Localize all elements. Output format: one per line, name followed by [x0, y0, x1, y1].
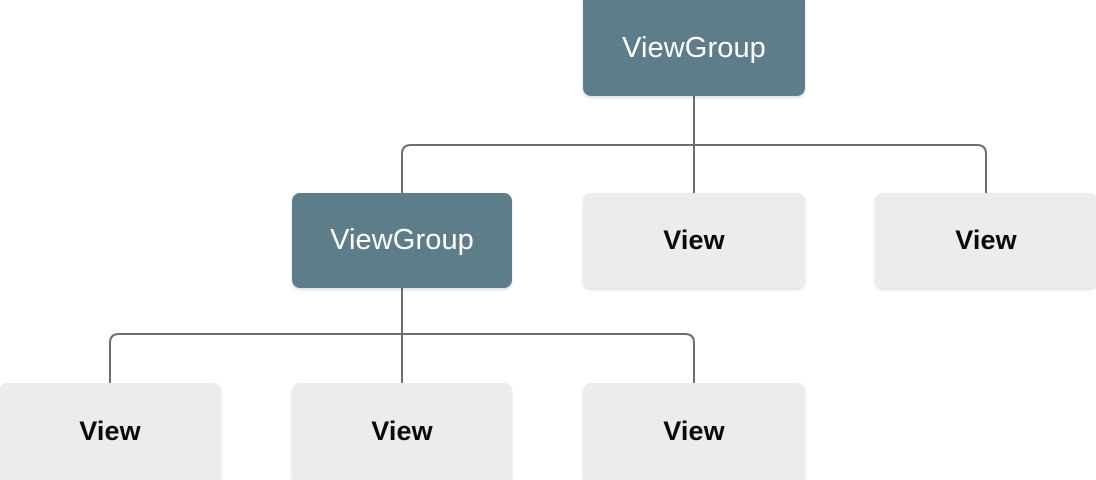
node-label: View — [955, 225, 1017, 255]
edge-root-to-child-viewgroup — [401, 144, 694, 193]
node-label: ViewGroup — [622, 31, 766, 64]
node-label: View — [79, 415, 141, 446]
node-root-viewgroup[interactable]: ViewGroup — [583, 0, 805, 96]
edge-child-to-leaf-view-1 — [109, 333, 402, 383]
node-child-viewgroup[interactable]: ViewGroup — [292, 193, 512, 288]
node-leaf-view-1[interactable]: View — [0, 383, 221, 480]
node-leaf-view-2[interactable]: View — [292, 383, 512, 480]
node-label: ViewGroup — [330, 224, 474, 256]
node-leaf-view-3[interactable]: View — [583, 383, 805, 480]
node-child-view-2[interactable]: View — [875, 193, 1096, 288]
node-label: View — [663, 415, 725, 446]
node-label: View — [663, 225, 725, 255]
edge-root-to-child-view-2 — [694, 144, 987, 193]
edge-child-to-leaf-view-3 — [402, 333, 695, 383]
node-label: View — [371, 415, 433, 446]
node-child-view-1[interactable]: View — [583, 193, 805, 288]
